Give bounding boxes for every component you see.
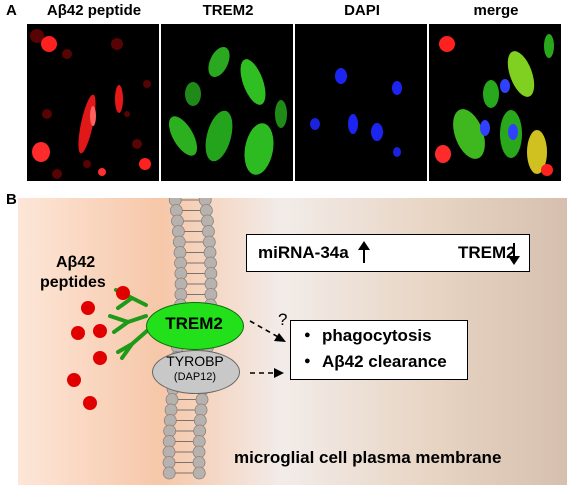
bullet-2: ● — [304, 355, 311, 367]
label-dapi: DAPI — [344, 2, 380, 19]
panel-a-letter: A — [6, 2, 17, 19]
panel-b-letter: B — [6, 191, 17, 208]
label-merge: merge — [473, 2, 519, 19]
peptides-label-line2: peptides — [40, 274, 106, 291]
function-box — [290, 320, 468, 380]
trem2-receptor-arms — [108, 288, 150, 360]
tyrobp-label: TYROBP — [166, 353, 224, 369]
peptides-label-line1: Aβ42 — [56, 254, 96, 271]
lipid-head — [162, 466, 176, 480]
bullet-1: ● — [304, 329, 311, 341]
membrane-caption: microglial cell plasma membrane — [234, 448, 502, 467]
micrograph-merge — [429, 24, 561, 181]
label-trem2: TREM2 — [202, 2, 254, 19]
arrow-down-icon — [508, 243, 520, 265]
mirna-label: miRNA-34a — [258, 243, 349, 262]
trem2-receptor — [146, 302, 244, 350]
micrograph-abeta42 — [27, 24, 159, 181]
membrane-diagram: TREM2 TYROBP (DAP12) Aβ42 peptides ? miR… — [18, 198, 567, 485]
function-item-phagocytosis: phagocytosis — [322, 326, 432, 345]
micrograph-dapi — [295, 24, 427, 181]
tyrobp-adaptor — [152, 350, 240, 394]
mirna-regulation-box — [246, 234, 530, 272]
question-mark: ? — [278, 310, 288, 329]
mirna-trem2-label: TREM2 — [458, 243, 516, 262]
micrograph-trem2 — [161, 24, 293, 181]
abeta42-peptides — [67, 286, 130, 410]
function-item-clearance: Aβ42 clearance — [322, 352, 447, 371]
trem2-label: TREM2 — [165, 314, 223, 333]
arrow-up-icon — [358, 241, 370, 263]
dap12-label: (DAP12) — [173, 371, 217, 383]
lipid-head — [192, 466, 206, 480]
label-abeta42-peptide: Aβ42 peptide — [46, 2, 142, 19]
